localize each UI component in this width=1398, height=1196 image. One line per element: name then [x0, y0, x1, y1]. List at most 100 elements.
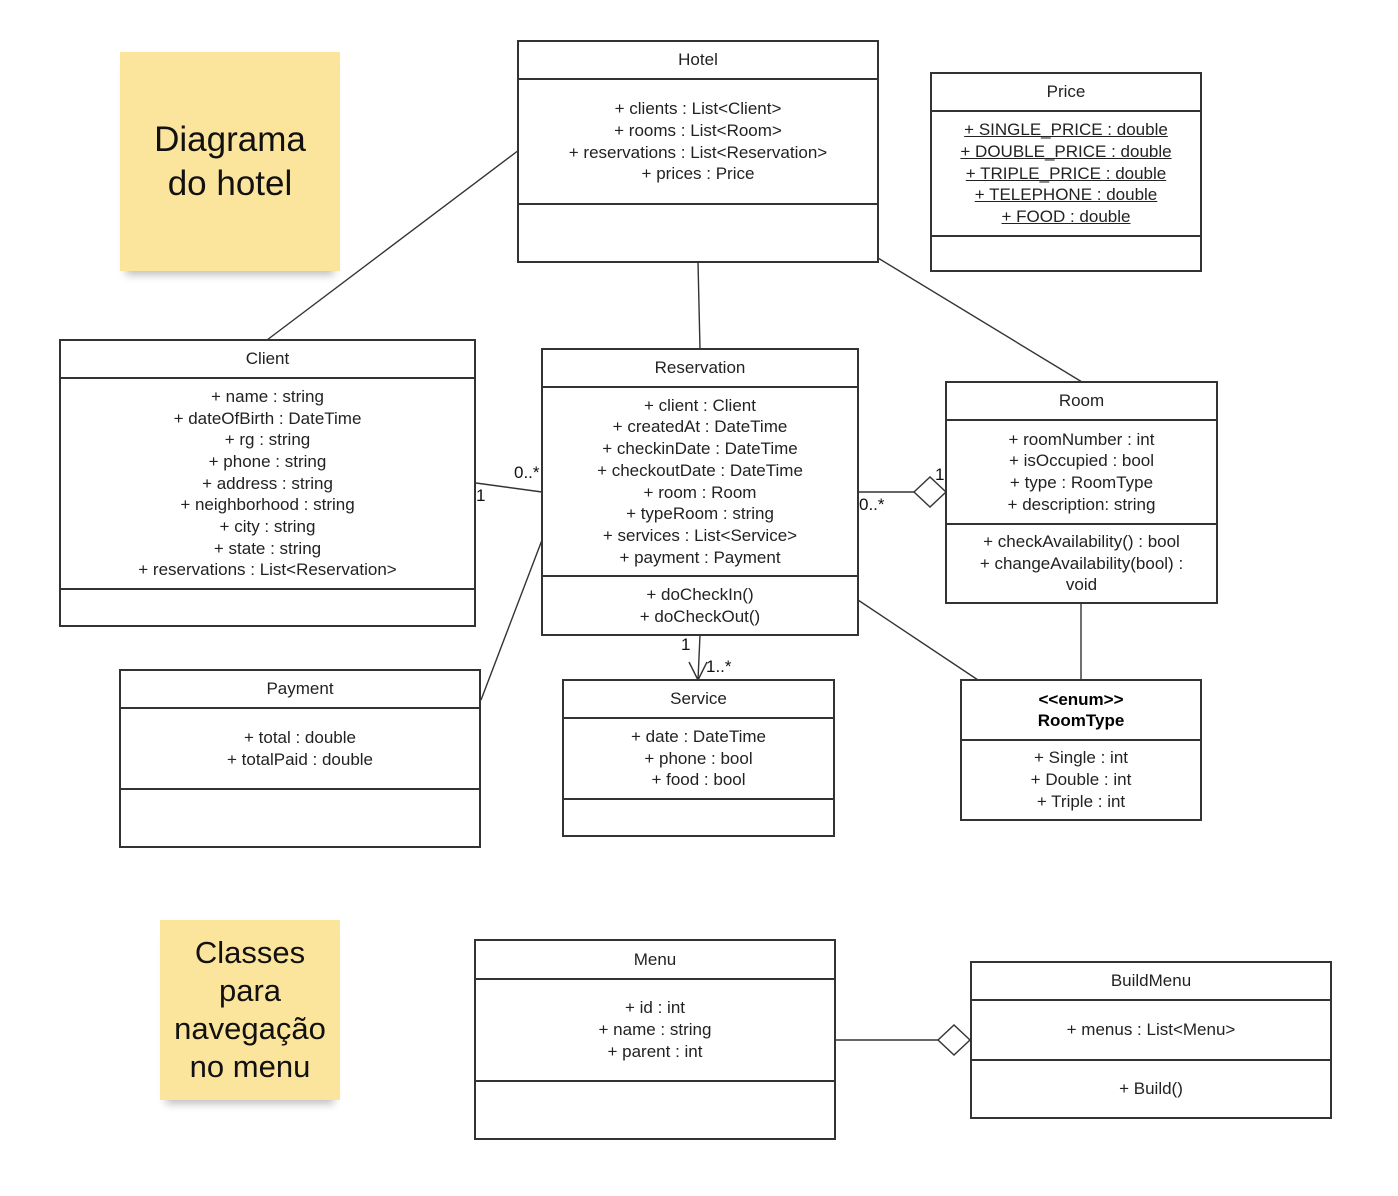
enum-values-section: + Single : int + Double : int + Triple :…	[962, 741, 1200, 819]
class-room: Room + roomNumber : int + isOccupied : b…	[945, 381, 1218, 604]
attribute: + total : double	[243, 727, 356, 747]
attributes-section: + id : int + name : string + parent : in…	[476, 980, 834, 1082]
enum-value: + Single : int	[1033, 748, 1129, 768]
class-buildmenu: BuildMenu + menus : List<Menu> + Build()	[970, 961, 1332, 1119]
multiplicity-room-end: 1	[935, 465, 945, 484]
diagram-title-text: Diagrama do hotel	[154, 120, 306, 203]
methods-section	[932, 237, 1200, 270]
class-service: Service + date : DateTime + phone : bool…	[562, 679, 835, 837]
attribute: + parent : int	[607, 1041, 703, 1061]
attribute: + phone : string	[208, 451, 327, 471]
multiplicity-reservation-end-client: 0..*	[514, 463, 540, 482]
class-hotel: Hotel + clients : List<Client> + rooms :…	[517, 40, 879, 263]
methods-section	[476, 1082, 834, 1138]
attribute: + room : Room	[643, 482, 757, 502]
attribute: + totalPaid : double	[226, 749, 374, 769]
association-client-reservation	[475, 482, 543, 493]
enum-roomtype: <<enum>> RoomType + Single : int + Doubl…	[960, 679, 1202, 821]
enum-header: <<enum>> RoomType	[962, 681, 1200, 741]
association-reservation-roomtype	[857, 599, 979, 681]
attribute: + checkinDate : DateTime	[602, 439, 798, 459]
attribute: + menus : List<Menu>	[1066, 1020, 1236, 1040]
enum-value: + Triple : int	[1036, 791, 1126, 811]
multiplicity-client-end: 1	[476, 486, 486, 505]
enum-value: + Double : int	[1030, 770, 1132, 790]
aggregation-diamond-buildmenu	[936, 1024, 972, 1056]
methods-section	[121, 790, 479, 846]
method: void	[1065, 575, 1098, 595]
multiplicity-reservation-end-service: 1	[681, 635, 691, 654]
attribute: + typeRoom : string	[626, 504, 774, 524]
attribute: + createdAt : DateTime	[612, 417, 788, 437]
class-name: BuildMenu	[972, 963, 1330, 1001]
menu-classes-note: Classes para navegação no menu	[160, 920, 340, 1100]
enum-name: RoomType	[1037, 711, 1125, 730]
attributes-section: + client : Client + createdAt : DateTime…	[543, 388, 857, 577]
attribute: + description: string	[1007, 494, 1156, 514]
attribute: + id : int	[624, 998, 685, 1018]
methods-section: + checkAvailability() : bool + changeAva…	[947, 525, 1216, 602]
class-menu: Menu + id : int + name : string + parent…	[474, 939, 836, 1140]
attribute: + city : string	[219, 517, 316, 537]
association-reservation-service	[697, 634, 701, 681]
class-name: Reservation	[543, 350, 857, 388]
attribute: + address : string	[202, 473, 333, 493]
methods-section	[519, 205, 877, 261]
attribute: + dateOfBirth : DateTime	[173, 408, 362, 428]
method: + Build()	[1119, 1079, 1183, 1099]
class-name: Hotel	[519, 42, 877, 80]
class-price: Price + SINGLE_PRICE : double + DOUBLE_P…	[930, 72, 1202, 272]
class-client: Client + name : string + dateOfBirth : D…	[59, 339, 476, 627]
attribute: + food : bool	[651, 770, 746, 790]
attributes-section: + clients : List<Client> + rooms : List<…	[519, 80, 877, 205]
methods-section	[564, 800, 833, 835]
attributes-section: + roomNumber : int + isOccupied : bool +…	[947, 421, 1216, 525]
class-reservation: Reservation + client : Client + createdA…	[541, 348, 859, 636]
attribute: + isOccupied : bool	[1008, 451, 1155, 471]
method: + checkAvailability() : bool	[983, 531, 1180, 551]
multiplicity-service-end: 1..*	[706, 657, 732, 676]
attribute: + reservations : List<Reservation>	[138, 560, 397, 580]
method: + changeAvailability(bool) :	[979, 553, 1184, 573]
attribute: + payment : Payment	[619, 547, 781, 567]
association-payment-reservation	[480, 539, 543, 701]
attribute: + services : List<Service>	[602, 525, 798, 545]
attributes-section: + name : string + dateOfBirth : DateTime…	[61, 379, 474, 590]
diagram-title-note: Diagrama do hotel	[120, 52, 340, 271]
attribute: + state : string	[213, 538, 322, 558]
class-name: Room	[947, 383, 1216, 421]
attribute: + date : DateTime	[631, 726, 766, 746]
static-attribute: + DOUBLE_PRICE : double	[960, 141, 1172, 161]
class-name: Client	[61, 341, 474, 379]
attribute: + client : Client	[644, 395, 756, 415]
attributes-section: + date : DateTime + phone : bool + food …	[564, 719, 833, 800]
enum-stereotype: <<enum>>	[1038, 690, 1124, 709]
static-attribute: + SINGLE_PRICE : double	[964, 120, 1168, 140]
attribute: + rooms : List<Room>	[614, 120, 782, 140]
static-attribute: + FOOD : double	[1001, 207, 1131, 227]
attribute: + roomNumber : int	[1008, 429, 1155, 449]
attribute: + phone : bool	[644, 748, 753, 768]
methods-section	[61, 590, 474, 625]
menu-classes-text: Classes para navegação no menu	[174, 934, 326, 1085]
static-attribute: + TELEPHONE : double	[974, 185, 1158, 205]
attribute: + rg : string	[224, 430, 311, 450]
methods-section: + doCheckIn() + doCheckOut()	[543, 577, 857, 634]
association-hotel-reservation	[697, 261, 701, 350]
attribute: + checkoutDate : DateTime	[597, 460, 803, 480]
attribute: + reservations : List<Reservation>	[568, 142, 828, 162]
attribute: + name : string	[598, 1020, 712, 1040]
attributes-section: + menus : List<Menu>	[972, 1001, 1330, 1061]
association-hotel-room	[877, 257, 1083, 383]
attributes-section: + total : double + totalPaid : double	[121, 709, 479, 790]
attribute: + prices : Price	[641, 164, 755, 184]
method: + doCheckOut()	[639, 606, 761, 626]
attribute: + type : RoomType	[1009, 473, 1154, 492]
attributes-section: + SINGLE_PRICE : double + DOUBLE_PRICE :…	[932, 112, 1200, 237]
attribute: + neighborhood : string	[180, 495, 355, 515]
association-hotel-client	[266, 149, 520, 341]
multiplicity-reservation-end-room: 0..*	[859, 495, 885, 514]
class-payment: Payment + total : double + totalPaid : d…	[119, 669, 481, 848]
class-name: Price	[932, 74, 1200, 112]
